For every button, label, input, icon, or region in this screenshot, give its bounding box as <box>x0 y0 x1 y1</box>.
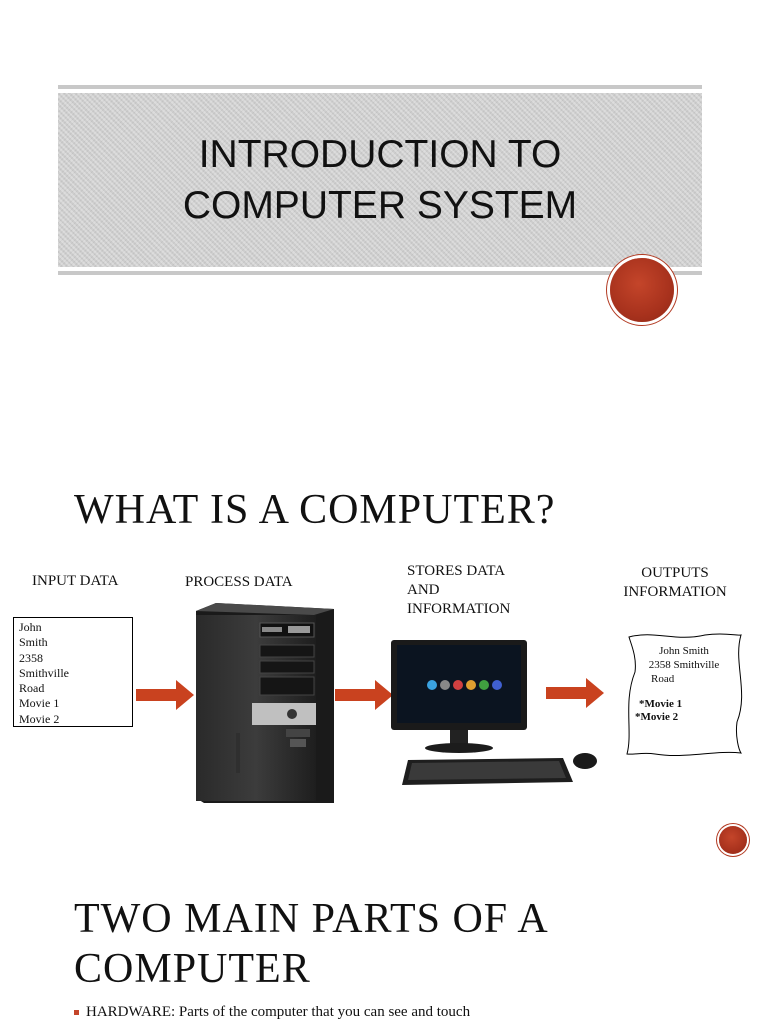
decorative-circle-icon <box>610 258 674 322</box>
output-movie-line: *Movie 2 <box>635 711 679 723</box>
slide-title: INTRODUCTION TO COMPUTER SYSTEM <box>182 133 578 227</box>
banner-top-rule <box>58 85 702 89</box>
input-data-box: John Smith 2358 Smithville Road Movie 1 … <box>13 617 133 727</box>
two-main-parts-slide: TWO MAIN PARTS OF A COMPUTER HARDWARE: P… <box>0 870 768 1024</box>
input-line: Smithville <box>19 665 70 680</box>
input-line: Movie 2 <box>19 711 60 726</box>
output-text: John Smith 2358 Smithville Road <box>625 644 743 686</box>
computer-tower-icon <box>196 603 334 803</box>
input-line: Road <box>19 681 45 696</box>
document-shape-icon <box>626 633 743 757</box>
bullet-square-icon <box>74 1009 79 1015</box>
output-line: 2358 Smithville <box>648 659 720 671</box>
input-line: 2358 <box>19 650 43 665</box>
title-slide: INTRODUCTION TO COMPUTER SYSTEM <box>0 0 768 410</box>
flow-arrow-icon <box>546 678 604 708</box>
step-label-input: INPUT DATA <box>32 573 119 589</box>
title-banner: INTRODUCTION TO COMPUTER SYSTEM <box>58 93 702 267</box>
output-movie-line: *Movie 1 <box>639 698 683 710</box>
decorative-circle-icon <box>719 826 747 854</box>
input-line: Movie 1 <box>19 696 60 711</box>
desktop-monitor-icon <box>391 640 597 785</box>
step-label-process: PROCESS DATA <box>185 574 293 590</box>
banner-bottom-rule <box>58 271 702 275</box>
input-line: Smith <box>19 635 48 650</box>
what-is-computer-slide: WHAT IS A COMPUTER? INPUT DATA PROCESS D… <box>0 410 768 870</box>
output-line: John Smith <box>659 645 709 657</box>
slide-heading: TWO MAIN PARTS OF A COMPUTER <box>74 896 549 992</box>
output-line: Road <box>651 673 675 685</box>
output-document: John Smith 2358 Smithville Road *Movie 1… <box>625 632 745 757</box>
bullet-item: HARDWARE: Parts of the computer that you… <box>74 1003 470 1021</box>
input-line: John <box>19 620 42 634</box>
slide-heading: WHAT IS A COMPUTER? <box>74 487 556 533</box>
bullet-text: HARDWARE: Parts of the computer that you… <box>86 1004 471 1020</box>
step-label-store: STORES DATA AND INFORMATION <box>407 563 511 617</box>
output-movies: *Movie 1 *Movie 2 <box>635 698 682 724</box>
step-label-output: OUTPUTS INFORMATION <box>623 565 727 600</box>
flow-arrow-icon <box>335 680 393 710</box>
flow-arrow-icon <box>136 680 194 710</box>
